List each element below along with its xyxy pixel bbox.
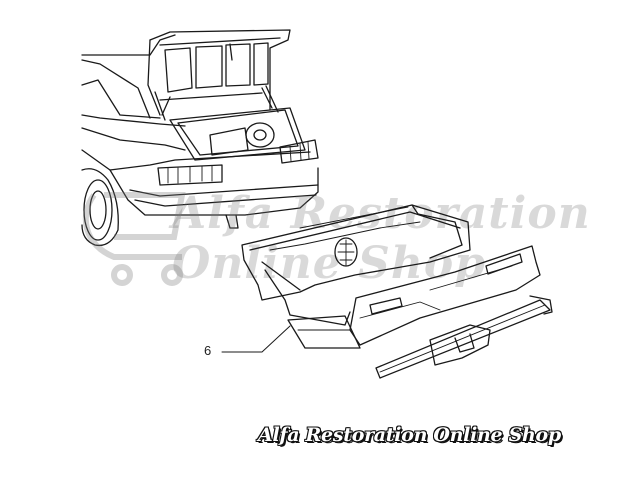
brand-banner: Alfa Restoration Online Shop — [258, 424, 561, 446]
watermark-line-1: Alfa Restoration — [172, 188, 591, 239]
watermark-icon — [82, 192, 186, 286]
callout-label-6: 6 — [204, 343, 212, 358]
watermark-line-2: Online Shop — [172, 238, 486, 289]
